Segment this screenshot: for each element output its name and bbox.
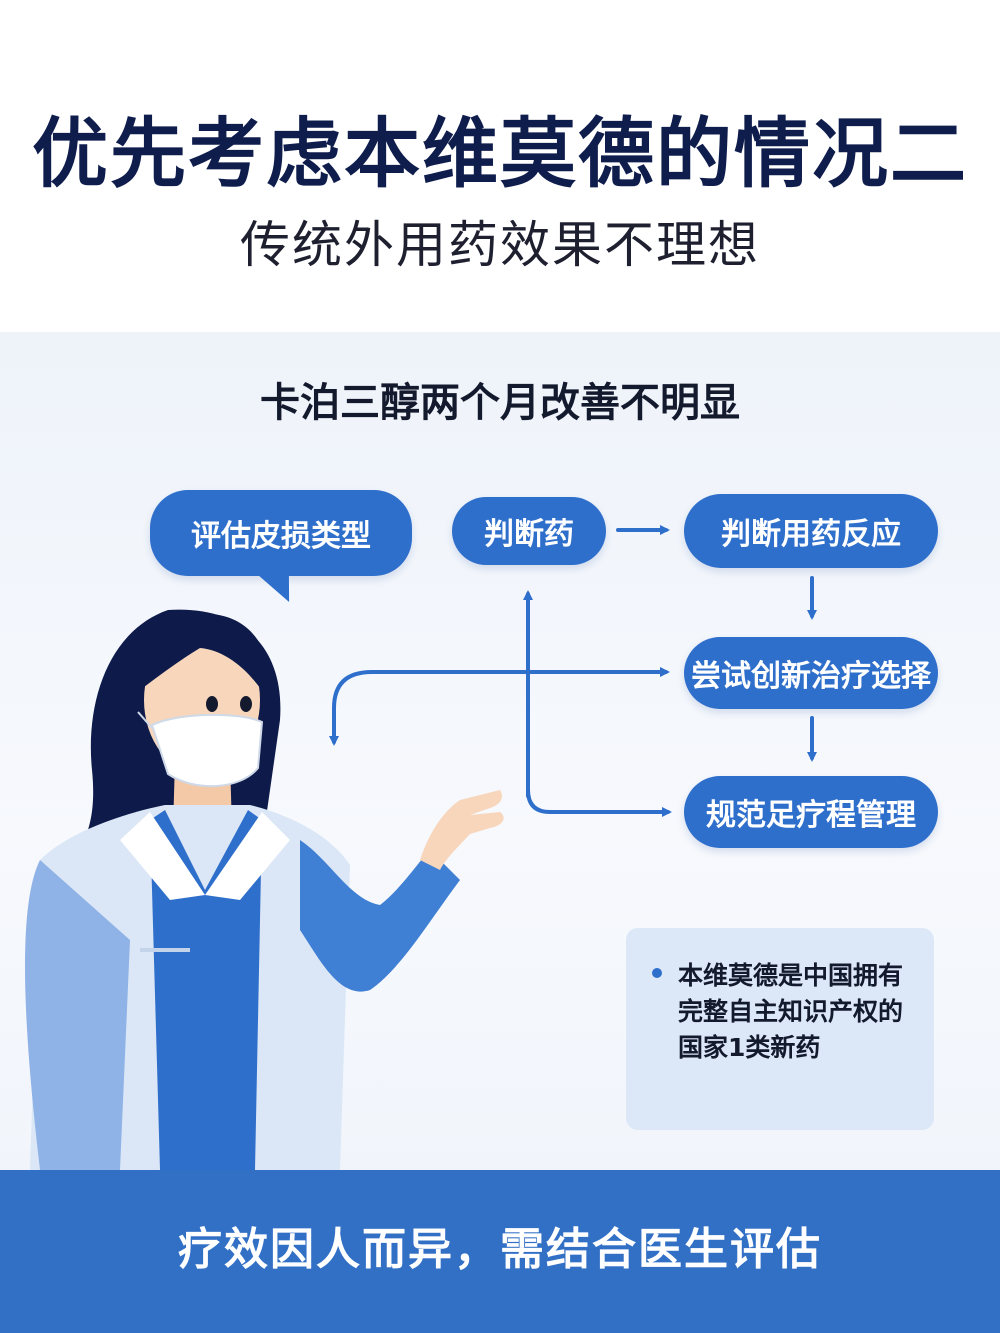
page-title: 优先考虑本维莫德的情况二 bbox=[32, 109, 968, 198]
flow-node-try-innovative: 尝试创新治疗选择 bbox=[684, 637, 938, 709]
info-text: 本维莫德是中国拥有完整自主知识产权的国家1类新药 bbox=[678, 961, 904, 1062]
footer-text: 疗效因人而异，需结合医生评估 bbox=[178, 1224, 822, 1275]
page-subtitle: 传统外用药效果不理想 bbox=[240, 216, 760, 274]
bullet-dot-icon bbox=[652, 968, 662, 978]
flow-node-judge-drug: 判断药 bbox=[452, 497, 606, 565]
info-box bbox=[626, 928, 934, 1130]
flow-arrows bbox=[329, 525, 817, 817]
section-heading: 卡泊三醇两个月改善不明显 bbox=[260, 380, 740, 426]
footer-banner bbox=[0, 1170, 1000, 1333]
doctor-illustration bbox=[25, 609, 504, 1170]
flow-node-judge-response: 判断用药反应 bbox=[684, 494, 938, 568]
arrow-to-doctor bbox=[329, 670, 530, 746]
arrow-to-course bbox=[526, 788, 672, 817]
header-area bbox=[0, 0, 1000, 330]
flow-node-standard-course: 规范足疗程管理 bbox=[684, 776, 938, 848]
flow-node-evaluate: 评估皮损类型 bbox=[150, 490, 412, 576]
